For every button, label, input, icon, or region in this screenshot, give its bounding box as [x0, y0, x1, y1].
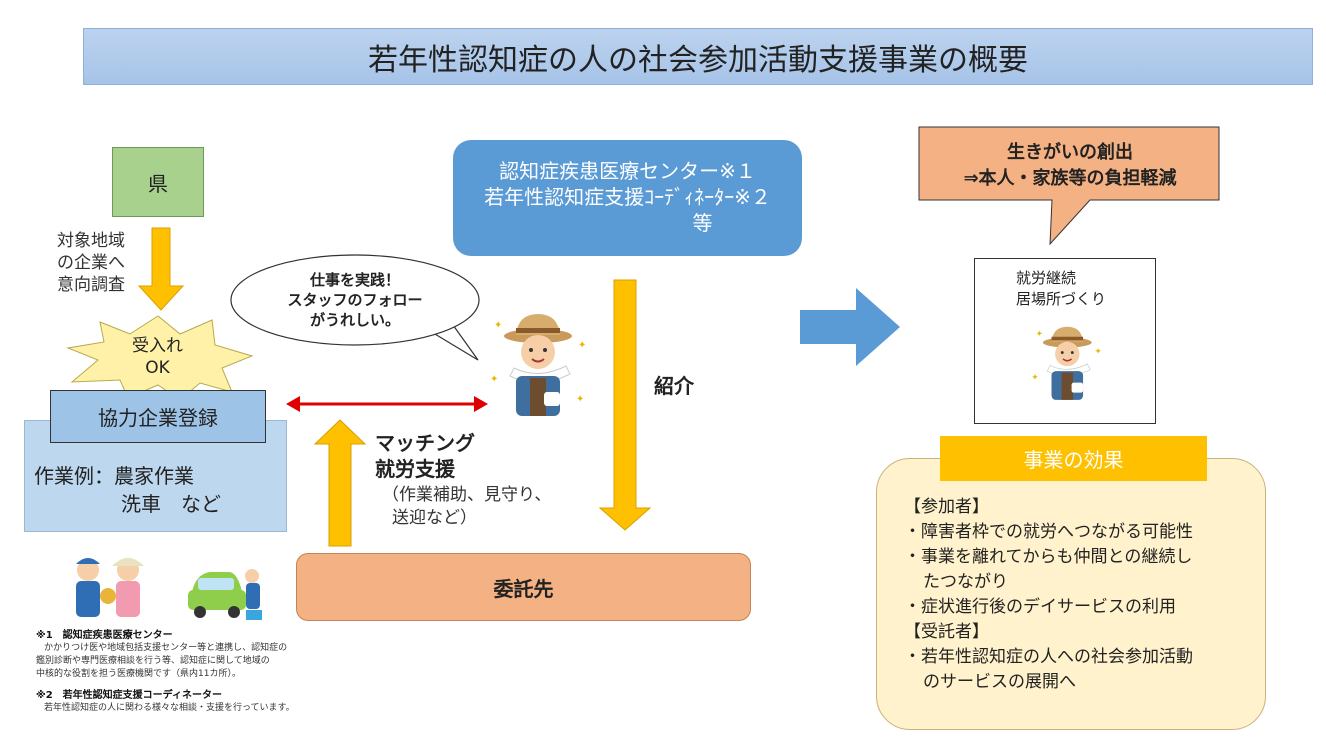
continue-line: 就労継続	[1016, 269, 1077, 287]
speech-bubble-text: 仕事を実践！ スタッフのフォロー がうれしい。	[236, 270, 474, 330]
effects-item: ・障害者枠での就労へつながる可能性	[904, 522, 1193, 542]
survey-label: 対象地域 の企業へ 意向調査	[36, 230, 146, 296]
bubble-line: 仕事を実践！	[309, 271, 400, 289]
introduce-label: 紹介	[654, 374, 694, 398]
effect-callout-text: 生きがいの創出 ⇒本人・家族等の負担軽減	[922, 140, 1218, 192]
footnote-line: かかりつけ医や地域包括支援センター等と連携し、認知症の	[44, 643, 288, 653]
accept-line: 受入れ	[132, 336, 183, 356]
continue-line: 居場所づくり	[1016, 290, 1107, 308]
matching-line: マッチング	[375, 431, 475, 455]
svg-text:✦: ✦	[490, 374, 498, 385]
survey-line: 対象地域	[57, 231, 125, 251]
effects-list: 【参加者】 ・障害者枠での就労へつながる可能性 ・事業を離れてからも仲間との継続…	[904, 495, 1256, 695]
work-example-line: 作業例：農家作業	[34, 464, 194, 488]
work-examples: 作業例：農家作業 洗車 など	[34, 462, 221, 518]
worker-illustration: ✦ ✦ ✦ ✦	[490, 314, 586, 416]
effects-item: ・症状進行後のデイサービスの利用	[904, 597, 1176, 617]
effects-panel	[876, 458, 1266, 730]
matching-detail: （作業補助、見守り、 送迎など）	[382, 484, 551, 530]
effects-item: ・事業を離れてからも仲間との継続し	[904, 547, 1193, 567]
footnote-title: ※1 認知症疾患医療センター	[36, 630, 173, 641]
footnote-title: ※2 若年性認知症支援コーディネーター	[36, 690, 222, 701]
effects-item: のサービスの展開へ	[923, 672, 1076, 692]
effect-callout-line: ⇒本人・家族等の負担軽減	[963, 168, 1177, 189]
page-title: 若年性認知症の人の社会参加活動支援事業の概要	[83, 28, 1313, 85]
bubble-line: スタッフのフォロー	[287, 291, 423, 309]
survey-line: 意向調査	[57, 275, 125, 295]
footnote-line: 若年性認知症の人に関わる様々な相談・支援を行っています。	[44, 703, 295, 713]
continue-work-label: 就労継続 居場所づくり	[1016, 268, 1106, 310]
svg-text:✦: ✦	[1031, 373, 1038, 383]
effects-header: 事業の効果	[940, 436, 1207, 481]
accept-line: OK	[145, 358, 170, 378]
center-line: 若年性認知症支援ｺｰﾃﾞｨﾈｰﾀｰ※２	[484, 185, 771, 209]
work-example-line: 洗車 など	[121, 492, 221, 516]
svg-text:✦: ✦	[1036, 330, 1043, 340]
effects-item: たつながり	[923, 572, 1008, 592]
matching-title: マッチング 就労支援	[375, 430, 475, 482]
svg-text:✦: ✦	[494, 320, 502, 331]
svg-text:✦: ✦	[1095, 347, 1102, 357]
effects-heading: 【参加者】	[904, 497, 989, 517]
accept-label: 受入れ OK	[95, 335, 220, 379]
consignee-box: 委託先	[296, 553, 751, 621]
effect-callout-line: 生きがいの創出	[1007, 142, 1133, 163]
car-wash-illustration	[188, 569, 262, 620]
bubble-line: がうれしい。	[309, 311, 400, 329]
center-line: 等	[692, 211, 713, 235]
medical-center-box: 認知症疾患医療センター※１ 若年性認知症支援ｺｰﾃﾞｨﾈｰﾀｰ※２ 等	[453, 140, 802, 256]
worker-small-illustration: ✦ ✦ ✦	[1031, 326, 1102, 400]
prefecture-box: 県	[112, 147, 204, 217]
survey-line: の企業へ	[57, 253, 125, 273]
center-line: 認知症疾患医療センター※１	[499, 159, 756, 183]
footnote-line: 鑑別診断や専門医療相談を行う等、認知症に関して地域の	[36, 656, 270, 666]
cooperation-register-box: 協力企業登録	[50, 390, 266, 443]
matching-detail-line: 送迎など）	[392, 508, 477, 528]
farmers-illustration	[76, 558, 144, 617]
effects-heading: 【受託者】	[904, 622, 989, 642]
footnote-line: 中核的な役割を担う医療機関です（県内11カ所）。	[36, 669, 241, 679]
footnotes: ※1 認知症疾患医療センター かかりつけ医や地域包括支援センター等と連携し、認知…	[36, 629, 366, 715]
effects-item: ・若年性認知症の人への社会参加活動	[904, 647, 1193, 667]
matching-detail-line: （作業補助、見守り、	[382, 485, 552, 505]
svg-text:✦: ✦	[578, 340, 586, 351]
matching-line: 就労支援	[375, 457, 455, 481]
svg-text:✦: ✦	[576, 394, 584, 405]
